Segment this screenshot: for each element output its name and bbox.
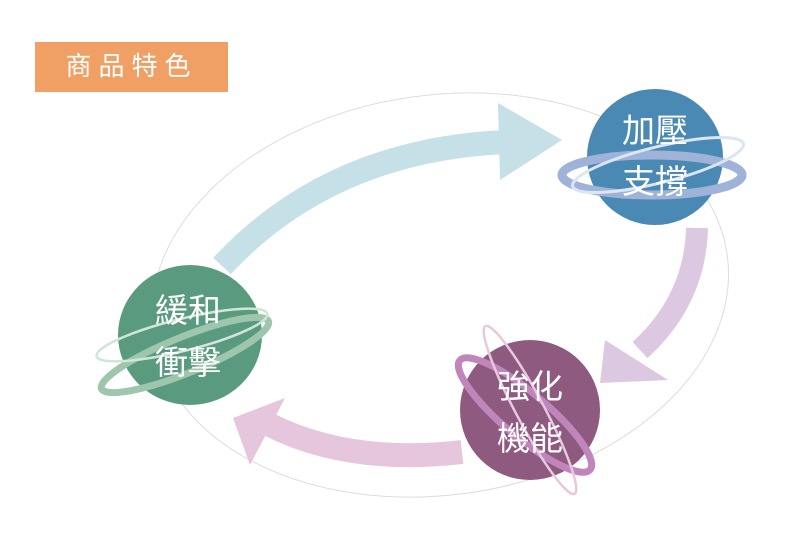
orbit-ring [95, 307, 269, 363]
arrow-to-enhanced-function [600, 227, 708, 383]
orbit-ring [482, 324, 578, 496]
node-pressure-support: 加壓 支撐 [557, 89, 747, 225]
orbit-ring [557, 150, 747, 200]
section-title: 商品特色 [35, 42, 228, 92]
arrow-to-shock-relief [233, 398, 464, 468]
orbit-ring [571, 135, 745, 195]
node-label-line1: 強化 [497, 367, 563, 406]
node-shock-relief: 緩和 衝擊 [95, 265, 273, 405]
orbit-ring [97, 313, 273, 397]
arrow-to-pressure-support [213, 103, 562, 275]
node-label-line2: 支撐 [622, 162, 688, 201]
node-label-line1: 加壓 [622, 111, 688, 150]
node-label-line1: 緩和 [155, 291, 221, 330]
node-label-line2: 機能 [497, 419, 563, 458]
node-enhanced-function: 強化 機能 [454, 324, 600, 496]
node-label-line2: 衝擊 [155, 343, 221, 382]
